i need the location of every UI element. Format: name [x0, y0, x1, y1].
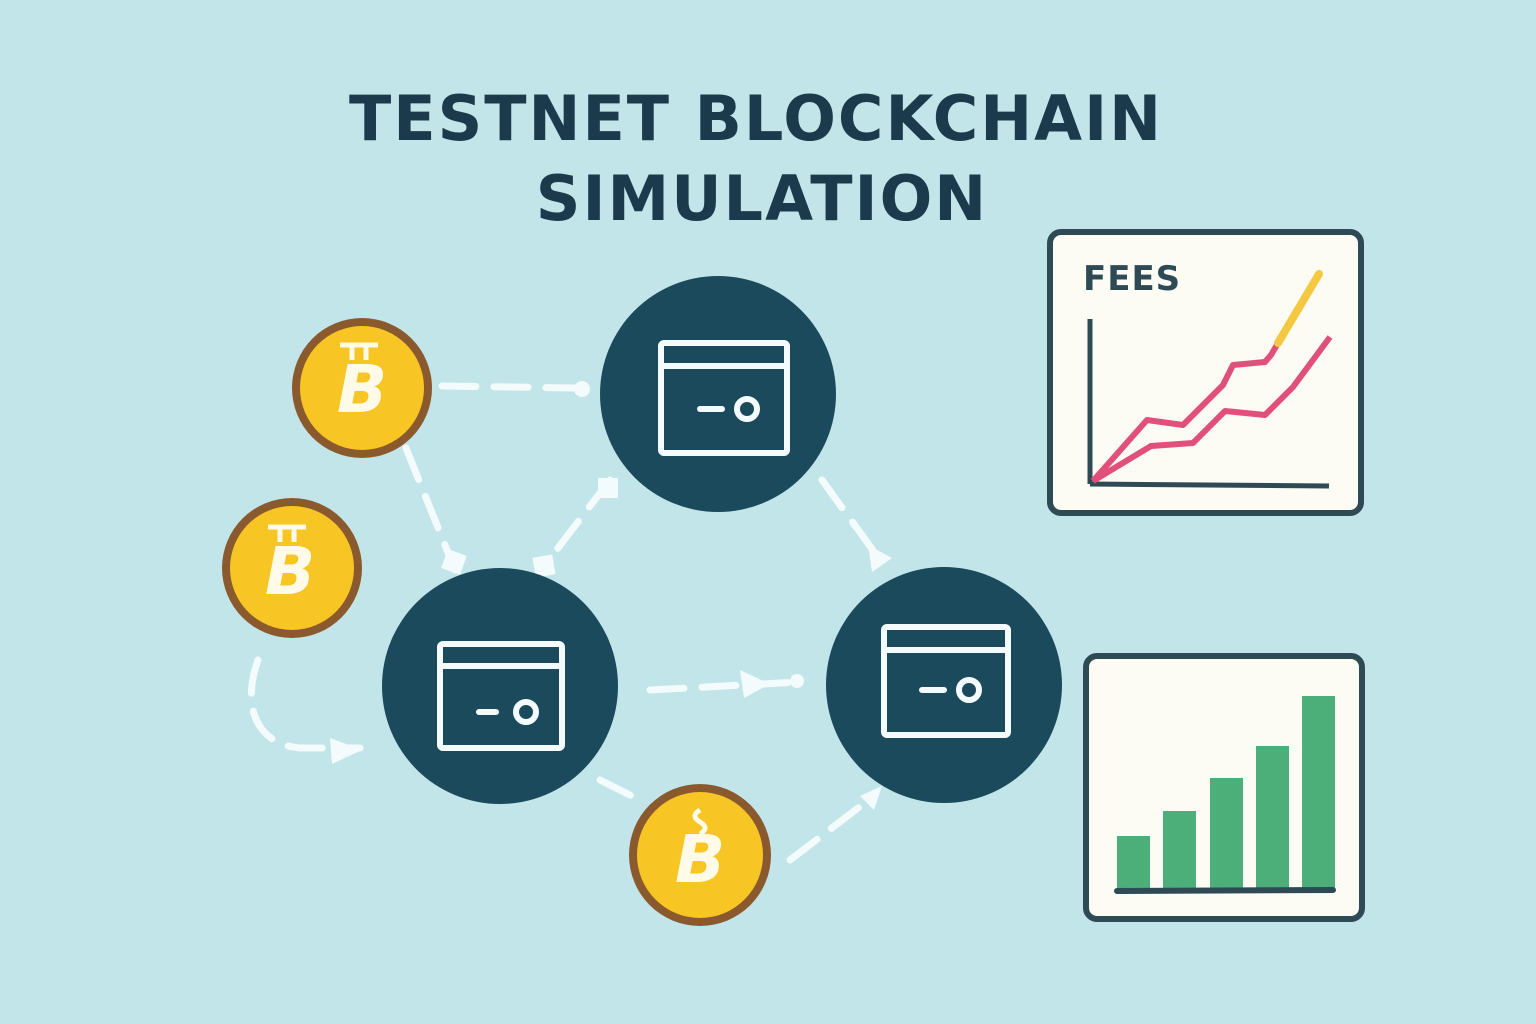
x-axis: [1089, 481, 1330, 489]
bar-5: [1302, 696, 1335, 891]
arrow-head-icon: [860, 786, 882, 810]
connector-coin3-to-node-right: [786, 791, 879, 864]
fees-series-lower: [1091, 335, 1333, 484]
arrow-head-icon: [441, 549, 467, 575]
coin-1: B: [292, 318, 432, 458]
fees-series-highlight: [1274, 270, 1323, 347]
bar-3: [1210, 778, 1243, 891]
growth-bar-chart: [1114, 696, 1336, 894]
connector-coin1-to-node-top: [438, 382, 579, 392]
arrow-dot-icon: [574, 381, 590, 397]
bar-4: [1256, 746, 1289, 891]
arrowheads: [330, 381, 892, 810]
connector-node-left-to-coin3: [596, 776, 644, 804]
bitcoin-symbol-icon: B: [265, 533, 315, 610]
connector-node-left-to-node-right: [646, 678, 804, 694]
bitcoin-symbol-icon: B: [337, 351, 387, 428]
block-window-icon: [881, 624, 1011, 738]
coin-3: B: [629, 784, 771, 926]
block-window-icon: [437, 641, 565, 751]
bar-1: [1117, 836, 1150, 891]
fees-line-chart: [1087, 270, 1333, 489]
fees-chart-panel: FEES: [1047, 229, 1364, 516]
connector-coin1-to-node-left: [402, 444, 459, 574]
fees-series-upper: [1090, 341, 1281, 483]
fees-chart-title: FEES: [1083, 259, 1182, 299]
arrow-head-icon: [740, 670, 770, 698]
connector-coin2-to-node-left: [247, 656, 364, 752]
bar-chart-panel: [1083, 653, 1365, 922]
coin-2: B: [222, 498, 362, 638]
title-line-2: SIMULATION: [535, 162, 989, 235]
x-axis: [1114, 887, 1336, 894]
node-top: [600, 276, 836, 512]
node-right: [826, 567, 1062, 803]
arrow-head-icon: [330, 738, 362, 764]
block-window-icon: [658, 340, 790, 456]
arrow-head-icon: [598, 478, 618, 498]
arrow-head-icon: [532, 554, 556, 578]
bar-2: [1163, 811, 1196, 891]
node-left: [382, 568, 618, 804]
arrow-dot-icon: [790, 674, 804, 688]
title-line-1: TESTNET BLOCKCHAIN: [348, 82, 1164, 155]
arrow-head-icon: [868, 545, 892, 572]
